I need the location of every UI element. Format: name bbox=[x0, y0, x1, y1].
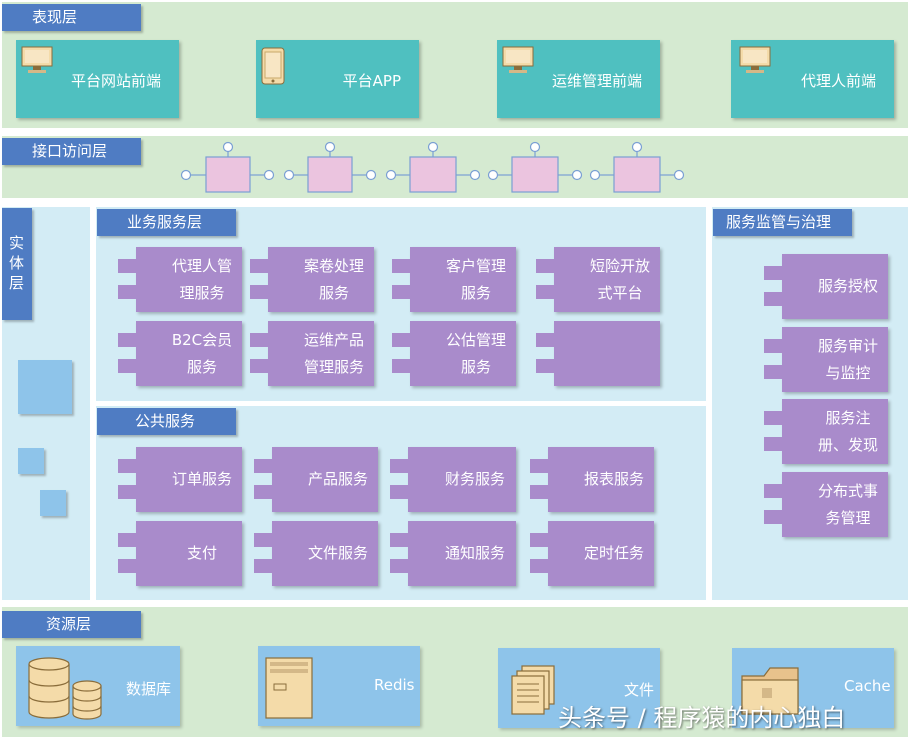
interface-connectors bbox=[180, 141, 685, 193]
business-service-customer-mgmt[interactable]: 客户管理服务 bbox=[392, 247, 516, 312]
interface-component bbox=[385, 141, 481, 193]
public-service-order[interactable]: 订单服务 bbox=[118, 447, 242, 512]
interface-layer-title: 接口访问层 bbox=[2, 138, 141, 165]
monitor-icon bbox=[21, 46, 53, 73]
database-icon bbox=[28, 657, 102, 720]
resource-redis[interactable]: Redis bbox=[258, 646, 420, 726]
public-service-scheduled-task[interactable]: 定时任务 bbox=[530, 521, 654, 586]
tile-label: 运维管理前端 bbox=[551, 72, 642, 90]
tile-label: 代理人前端 bbox=[800, 72, 876, 90]
tile-label: 平台APP bbox=[342, 72, 401, 90]
resource-database[interactable]: 数据库 bbox=[16, 646, 180, 726]
interface-component bbox=[589, 141, 685, 193]
business-service-assessment-mgmt[interactable]: 公估管理服务 bbox=[392, 321, 516, 386]
governance-layer-title: 服务监管与治理 bbox=[713, 209, 852, 236]
business-service-case-handling[interactable]: 案卷处理服务 bbox=[250, 247, 374, 312]
business-service-b2c-member[interactable]: B2C会员服务 bbox=[118, 321, 242, 386]
resource-label: Redis bbox=[374, 676, 415, 694]
interface-component bbox=[487, 141, 583, 193]
folder-icon bbox=[741, 667, 799, 715]
public-service-payment[interactable]: 支付 bbox=[118, 521, 242, 586]
public-service-product[interactable]: 产品服务 bbox=[254, 447, 378, 512]
resource-label: 数据库 bbox=[126, 680, 172, 698]
tile-web-frontend[interactable]: 平台网站前端 bbox=[16, 40, 179, 118]
governance-service-registry-discovery[interactable]: 服务注册、发现 bbox=[764, 399, 888, 464]
watermark: 头条号 / 程序猿的内心独白 bbox=[558, 704, 846, 732]
monitor-icon bbox=[502, 46, 534, 73]
public-service-file[interactable]: 文件服务 bbox=[254, 521, 378, 586]
entity-block-small bbox=[18, 448, 44, 474]
resource-layer-title: 资源层 bbox=[2, 611, 141, 638]
resource-label: Cache bbox=[844, 677, 891, 695]
interface-component bbox=[283, 141, 377, 193]
entity-block-small bbox=[40, 490, 66, 516]
business-service-empty[interactable] bbox=[536, 321, 660, 386]
governance-service-audit-monitor[interactable]: 服务审计与监控 bbox=[764, 327, 888, 392]
governance-service-distributed-transaction[interactable]: 分布式事务管理 bbox=[764, 472, 888, 537]
resource-cache[interactable]: Cache bbox=[732, 648, 894, 728]
tile-app[interactable]: 平台APP bbox=[256, 40, 419, 118]
presentation-layer-title: 表现层 bbox=[2, 4, 141, 31]
public-service-layer-title: 公共服务 bbox=[97, 408, 236, 435]
mobile-device-icon bbox=[261, 47, 285, 85]
public-service-report[interactable]: 报表服务 bbox=[530, 447, 654, 512]
resource-label: 文件 bbox=[624, 681, 655, 699]
documents-icon bbox=[511, 665, 555, 715]
tile-agent-frontend[interactable]: 代理人前端 bbox=[731, 40, 894, 118]
tile-ops-frontend[interactable]: 运维管理前端 bbox=[497, 40, 660, 118]
tile-label: 平台网站前端 bbox=[70, 72, 161, 90]
business-service-agent-mgmt[interactable]: 代理人管理服务 bbox=[118, 247, 242, 312]
entity-layer-title: 实体层 bbox=[2, 208, 32, 320]
entity-block-large bbox=[18, 360, 72, 414]
server-icon bbox=[265, 657, 313, 719]
business-service-short-term-platform[interactable]: 短险开放式平台 bbox=[536, 247, 660, 312]
public-service-notification[interactable]: 通知服务 bbox=[390, 521, 516, 586]
monitor-icon bbox=[739, 46, 771, 73]
public-service-finance[interactable]: 财务服务 bbox=[390, 447, 516, 512]
interface-component bbox=[180, 141, 275, 193]
governance-service-authorization[interactable]: 服务授权 bbox=[764, 254, 888, 319]
business-service-ops-product[interactable]: 运维产品管理服务 bbox=[250, 321, 374, 386]
business-service-layer-title: 业务服务层 bbox=[97, 209, 236, 236]
resource-file[interactable]: 文件 bbox=[498, 648, 660, 728]
